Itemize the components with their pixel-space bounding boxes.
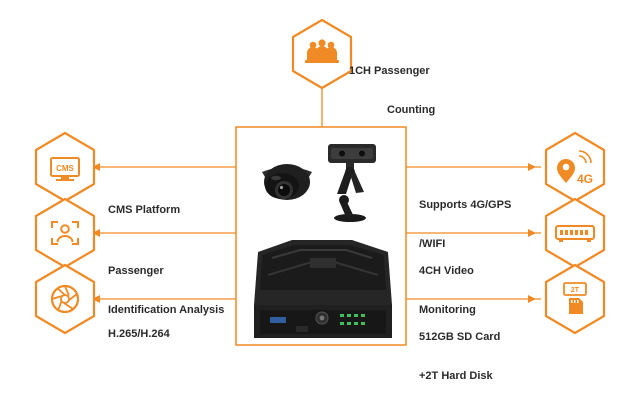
center-frame xyxy=(235,126,407,346)
feature-label-line: H.265/H.264 xyxy=(108,328,170,340)
feature-label-line: CMS Platform xyxy=(108,204,181,216)
feature-label-cms-platform: CMS Platform xyxy=(108,178,180,230)
face-scan-icon xyxy=(51,221,79,245)
arrow-left-1 xyxy=(92,163,100,171)
arrow-left-2 xyxy=(92,229,100,237)
arrow-left-3 xyxy=(92,295,100,303)
feature-label-line: 4CH Video xyxy=(419,265,474,277)
hexagon-right-1 xyxy=(544,131,606,203)
dome-camera-image xyxy=(262,164,312,200)
connector-lines xyxy=(87,82,541,300)
arrow-right-1 xyxy=(528,163,536,171)
camera-aperture-icon xyxy=(50,284,80,314)
feature-label-line: Supports 4G/GPS xyxy=(419,199,512,211)
feature-label-line: Passenger xyxy=(108,265,164,277)
sd-card-icon: 2T xyxy=(563,282,587,314)
feature-label-line: 1CH Passenger xyxy=(349,65,430,77)
feature-label-line: /WIFI xyxy=(419,238,446,250)
location-4g-icon: 4G xyxy=(557,150,593,186)
hexagon-left-3 xyxy=(34,263,96,335)
feature-label-line: 512GB SD Card xyxy=(419,331,501,343)
feature-label-codec: H.265/H.264 xyxy=(108,302,170,354)
feature-label-line: +2T Hard Disk xyxy=(419,370,493,382)
arrow-right-2 xyxy=(528,229,536,237)
feature-label-connectivity: Supports 4G/GPS /WIFI xyxy=(419,173,511,264)
cms-icon-text: CMS xyxy=(56,164,74,173)
arrow-right-3 xyxy=(528,295,536,303)
feature-label-passenger-identification: Passenger Identification Analysis xyxy=(108,239,224,330)
feature-label-line: Counting xyxy=(387,104,436,116)
feature-label-passenger-counting: 1CH Passenger Counting xyxy=(349,39,435,130)
monitor-cms-icon: CMS xyxy=(50,157,80,181)
passenger-counting-camera-image xyxy=(328,144,376,222)
arrowheads xyxy=(92,163,536,303)
feature-label-storage: 512GB SD Card +2T Hard Disk xyxy=(419,305,500,396)
storage-icon-text: 2T xyxy=(571,287,580,294)
4g-icon-text: 4G xyxy=(577,172,593,186)
feature-label-line: Identification Analysis xyxy=(108,304,225,316)
people-group-icon xyxy=(305,39,339,63)
feature-label-line: Monitoring xyxy=(419,304,476,316)
mobile-dvr-image xyxy=(254,240,392,338)
video-recorder-icon xyxy=(555,225,595,242)
feature-label-video-monitoring: 4CH Video Monitoring xyxy=(419,239,476,330)
